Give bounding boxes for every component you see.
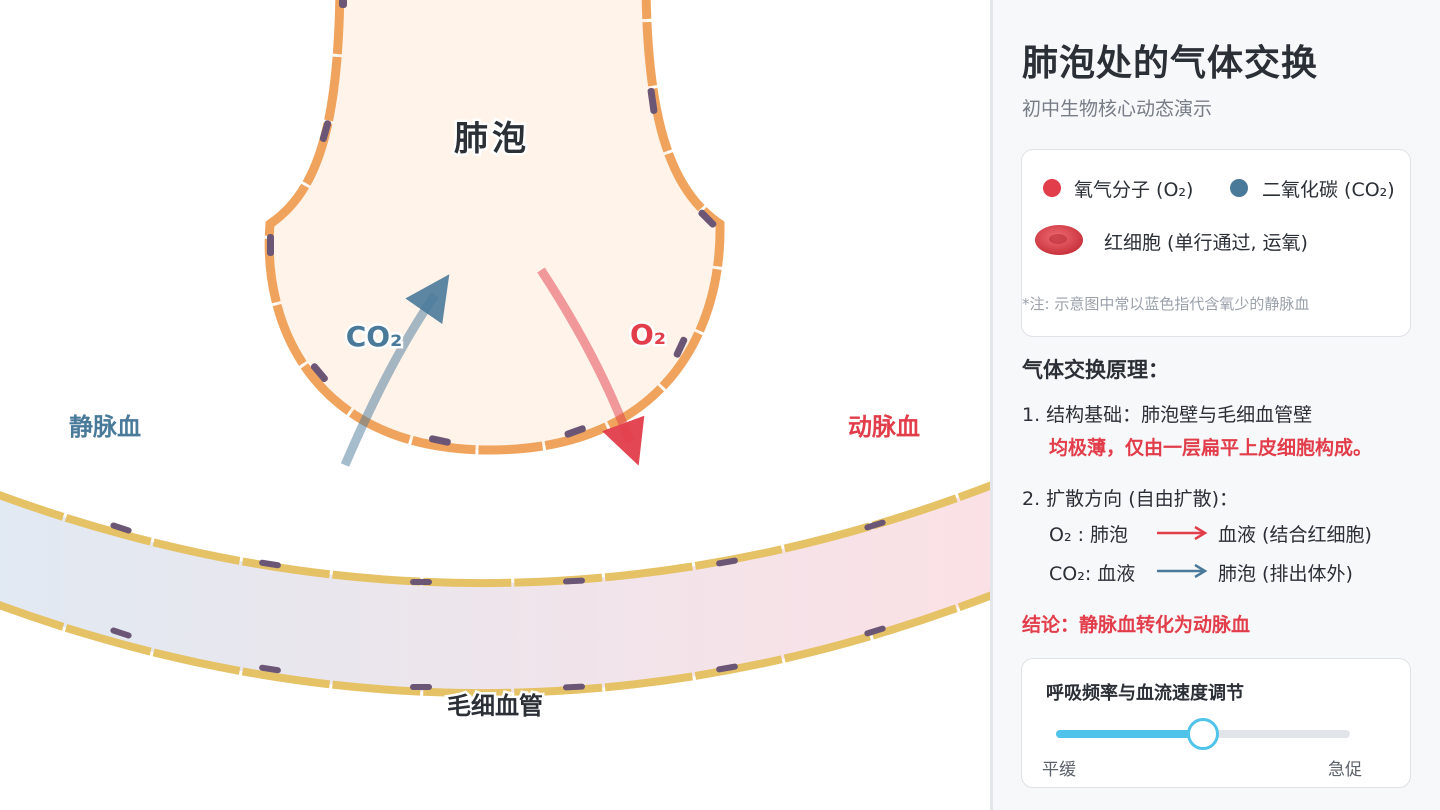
legend-co2: 二氧化碳 (CO₂): [1262, 179, 1395, 201]
panel-subtitle: 初中生物核心动态演示: [1022, 98, 1213, 120]
diagram-canvas: 肺泡 CO₂ O₂ 静脉血 动脉血 毛细血管: [0, 0, 990, 720]
o2-direction-to: 血液 (结合红细胞): [1218, 524, 1372, 546]
slider-title: 呼吸频率与血流速度调节: [1046, 683, 1244, 704]
alveolus-wall-nuclei: [267, 0, 717, 446]
venous-blood-label: 静脉血: [69, 413, 141, 441]
alveolus: [264, 0, 725, 455]
alveolus-label: 肺泡: [454, 119, 530, 159]
capillary-wall-nuclei: [110, 519, 886, 691]
slider-min-label: 平缓: [1042, 760, 1076, 780]
capillary: [0, 481, 990, 698]
legend: 氧气分子 (O₂) 二氧化碳 (CO₂) 红细胞 (单行通过, 运氧) *注: …: [1021, 149, 1411, 337]
principle-point-2: 2. 扩散方向 (自由扩散)：: [1022, 488, 1239, 510]
speed-slider-thumb[interactable]: [1187, 718, 1219, 750]
oxygen-dot-icon: [1043, 179, 1061, 197]
red-blood-cell-icon: [1035, 225, 1083, 255]
legend-note: *注: 示意图中常以蓝色指代含氧少的静脉血: [1022, 295, 1310, 313]
speed-slider-track[interactable]: [1056, 718, 1350, 750]
arterial-blood-label: 动脉血: [848, 413, 920, 441]
co2-direction-from: CO₂: 血液: [1049, 563, 1136, 585]
co2-label: CO₂: [346, 320, 403, 353]
o2-diffusion-arrow: [537, 267, 645, 466]
o2-direction-arrow-icon: [1157, 526, 1208, 540]
slider-max-label: 急促: [1328, 760, 1362, 780]
panel-title: 肺泡处的气体交换: [1022, 43, 1319, 84]
co2-direction-arrow-icon: [1157, 564, 1208, 578]
co2-diffusion-arrow: [340, 274, 450, 467]
principle-point-1-emphasis: 均极薄，仅由一层扁平上皮细胞构成。: [1049, 437, 1373, 459]
principle-heading: 气体交换原理：: [1022, 358, 1169, 382]
o2-direction-from: O₂ : 肺泡: [1049, 524, 1129, 546]
speed-control: 呼吸频率与血流速度调节 平缓 急促: [1021, 658, 1411, 788]
co2-dot-icon: [1230, 179, 1248, 197]
principle-point-1: 1. 结构基础：肺泡壁与毛细血管壁: [1022, 404, 1313, 426]
conclusion: 结论：静脉血转化为动脉血: [1022, 614, 1251, 636]
info-panel: 肺泡处的气体交换 初中生物核心动态演示 氧气分子 (O₂) 二氧化碳 (CO₂)…: [990, 0, 1440, 810]
legend-rbc: 红细胞 (单行通过, 运氧): [1104, 232, 1308, 254]
o2-label: O₂: [630, 318, 666, 351]
legend-oxygen: 氧气分子 (O₂): [1074, 179, 1194, 201]
capillary-label: 毛细血管: [447, 692, 543, 720]
speed-slider-fill: [1056, 730, 1203, 738]
co2-direction-to: 肺泡 (排出体外): [1218, 563, 1353, 585]
